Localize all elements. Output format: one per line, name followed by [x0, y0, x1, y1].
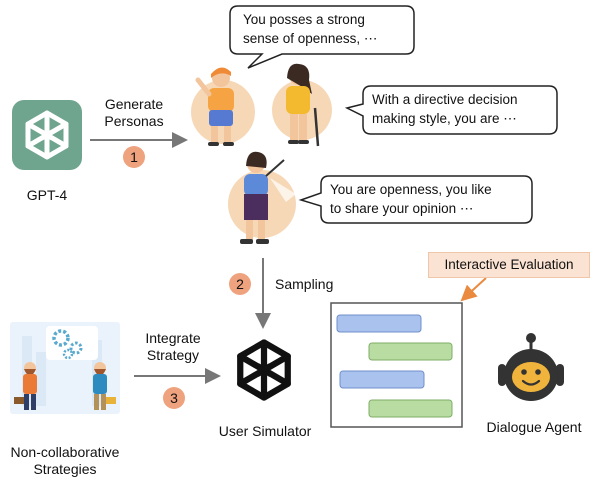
conversation-panel — [330, 302, 463, 428]
persona-bubble-3-line2: to share your opinion ⋯ — [330, 201, 474, 216]
step-2-badge: 2 — [229, 273, 251, 295]
persona-bubble-2-line2: making style, you are ⋯ — [372, 111, 517, 126]
gpt4-logo-icon — [12, 100, 82, 170]
dialogue-agent-robot-icon — [498, 333, 564, 401]
persona-bubble-1-line1: You posses a strong — [243, 12, 365, 27]
non-collaborative-strategies-label: Non-collaborative Strategies — [0, 444, 130, 478]
generate-personas-label: Generate Personas — [92, 96, 176, 130]
generate-label-line2: Personas — [104, 113, 164, 129]
integrate-label-line2: Strategy — [146, 347, 200, 363]
persona-bubble-3-line1: You are openness, you like — [330, 182, 492, 197]
step-1-badge: 1 — [123, 146, 145, 168]
interactive-evaluation-label: Interactive Evaluation — [428, 252, 590, 278]
integrate-strategy-label: Integrate Strategy — [128, 330, 218, 364]
integrate-label-line1: Integrate — [145, 330, 201, 346]
dialogue-agent-label: Dialogue Agent — [486, 419, 582, 435]
persona-bubble-3-text: You are openness, you like to share your… — [330, 180, 492, 218]
step-3-badge: 3 — [163, 387, 185, 409]
strategies-illustration — [10, 322, 120, 414]
strategies-label-line2: Strategies — [33, 461, 97, 477]
persona-boy-figure — [191, 67, 255, 146]
persona-woman-cane-figure — [272, 63, 332, 147]
gpt4-label: GPT-4 — [26, 187, 68, 203]
persona-teacher-figure — [228, 151, 296, 244]
persona-bubble-1-text: You posses a strong sense of openness, ⋯ — [243, 10, 377, 48]
agent-message-bubble — [368, 342, 453, 361]
user-simulator-label: User Simulator — [218, 423, 312, 439]
persona-bubble-1-shape — [229, 5, 415, 69]
persona-bubble-2-line1: With a directive decision — [372, 92, 518, 107]
evaluation-arrow — [460, 277, 487, 302]
strategies-label-line1: Non-collaborative — [10, 444, 120, 460]
simulator-message-bubble — [339, 370, 425, 389]
persona-bubble-2-shape — [344, 85, 558, 135]
sampling-label: Sampling — [275, 276, 334, 292]
generate-label-line1: Generate — [104, 96, 164, 112]
persona-bubble-1-line2: sense of openness, ⋯ — [243, 31, 378, 46]
persona-bubble-3-shape — [298, 175, 533, 224]
persona-bubble-2-text: With a directive decision making style, … — [372, 90, 518, 128]
simulator-message-bubble — [336, 314, 422, 333]
agent-message-bubble — [368, 399, 453, 418]
user-simulator-logo-icon — [240, 343, 288, 398]
